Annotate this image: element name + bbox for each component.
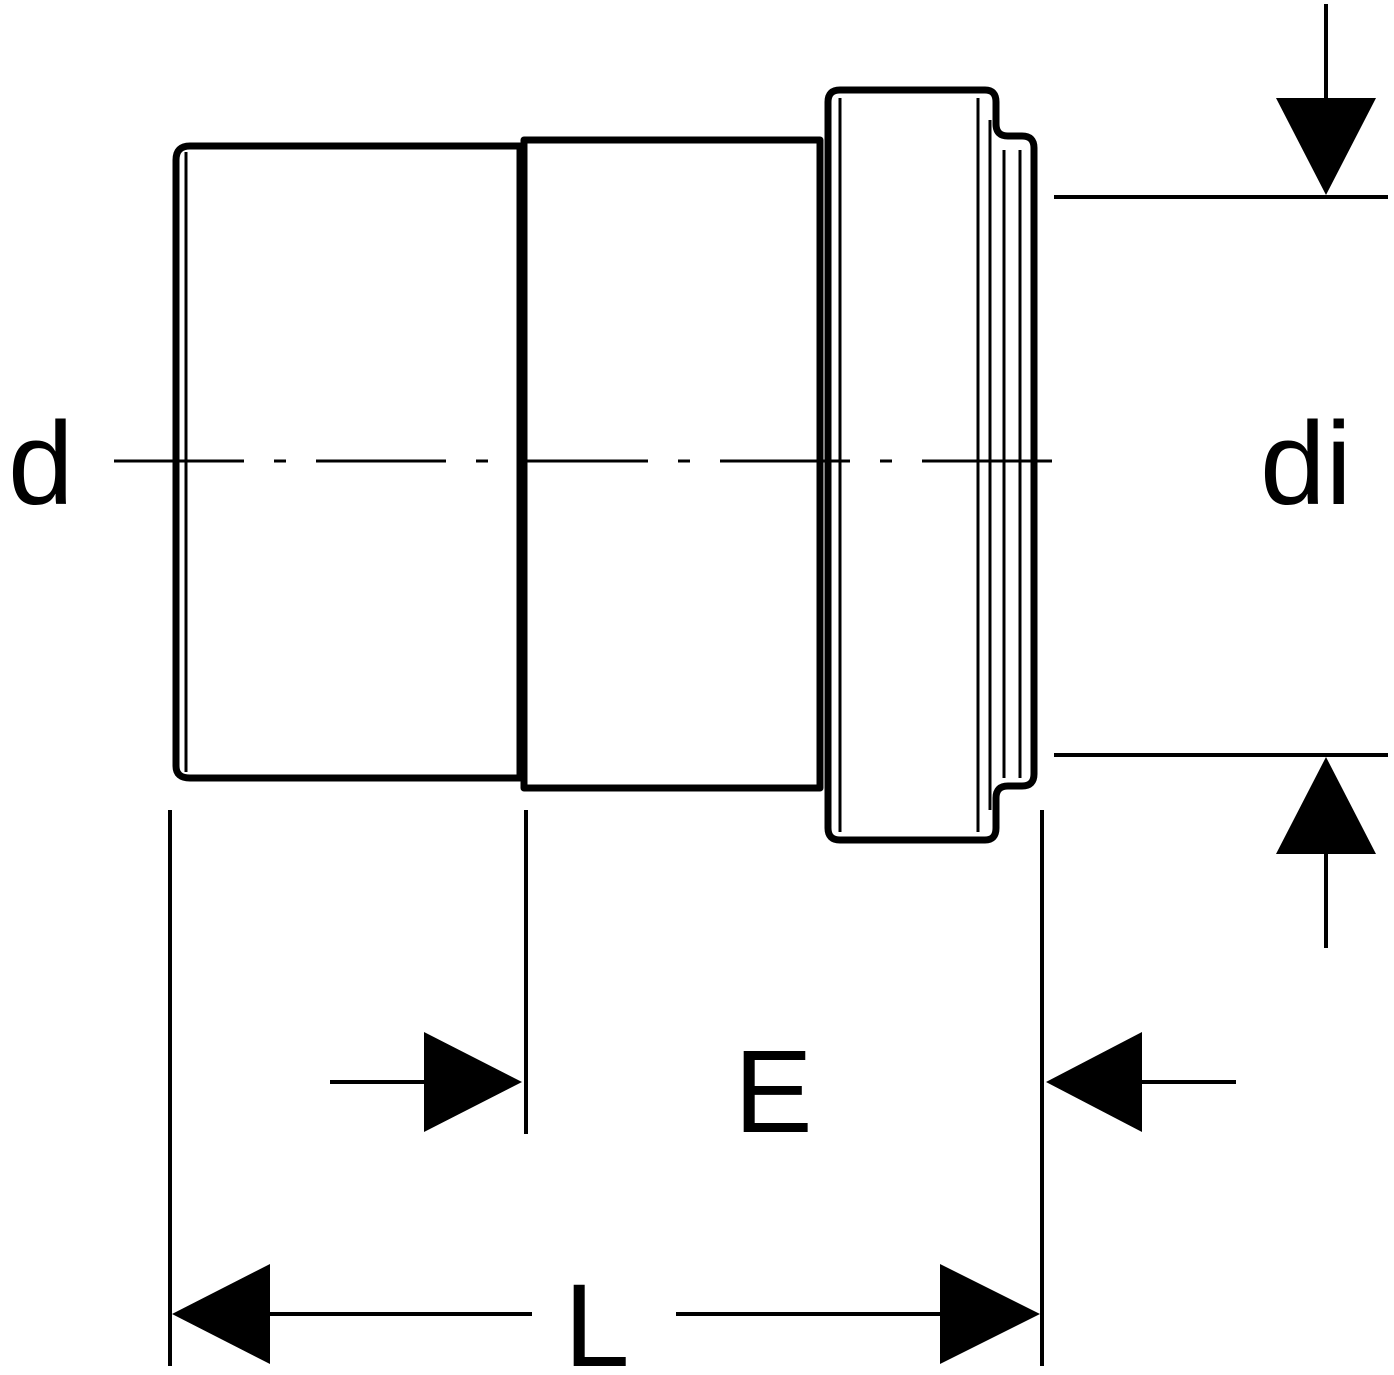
pipe-section-middle [520,136,824,792]
l-dimension [172,1264,1040,1364]
pipe-section-left [172,142,524,782]
e-dimension [330,1032,1236,1132]
e-arrow-right [424,1032,522,1132]
label-d: d [8,398,74,530]
label-l: L [564,1260,630,1375]
di-arrow-up [1276,757,1376,854]
l-arrow-left [172,1264,270,1364]
socket-collar [824,86,1038,844]
e-arrow-left [1046,1032,1142,1132]
label-di: di [1260,398,1352,530]
fitting-body [172,86,1038,844]
l-arrow-right [940,1264,1040,1364]
label-e: E [734,1026,813,1158]
di-arrow-down [1276,98,1376,195]
di-dimension [1054,4,1388,948]
